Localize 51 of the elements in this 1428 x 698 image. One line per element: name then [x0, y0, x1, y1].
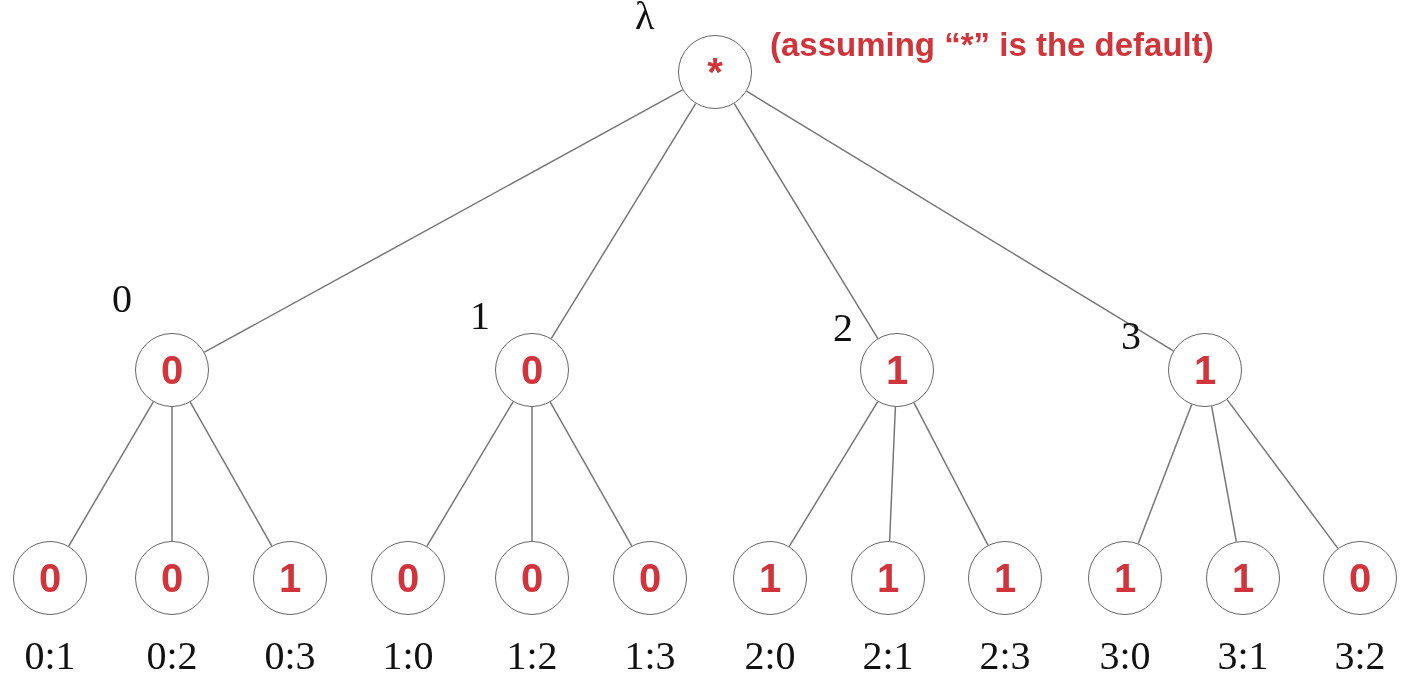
- tree-edge: [531, 406, 533, 542]
- node-label: 0:1: [24, 636, 76, 676]
- node-value: 0: [1348, 558, 1372, 598]
- tree-edge: [888, 406, 897, 542]
- node-value: 0: [520, 350, 544, 390]
- node-label: 1:3: [624, 636, 676, 676]
- node-value: 0: [638, 558, 662, 598]
- tree-edge: [733, 102, 879, 340]
- node-value: 0: [160, 558, 184, 598]
- node-label: λ: [635, 0, 655, 36]
- node-label: 2:0: [744, 636, 796, 676]
- node-value: 0: [396, 558, 420, 598]
- node-value: 1: [993, 558, 1017, 598]
- node-value: 1: [885, 350, 909, 390]
- tree-edge: [203, 89, 684, 353]
- node-label: 3: [1121, 316, 1141, 356]
- node-value: 1: [758, 558, 782, 598]
- node-label: 2:3: [979, 636, 1031, 676]
- tree-edge: [913, 402, 989, 546]
- tree-edge: [745, 90, 1175, 352]
- tree-edge: [549, 401, 633, 547]
- node-value: 0: [38, 558, 62, 598]
- node-label: 3:2: [1334, 636, 1386, 676]
- node-value: 1: [1113, 558, 1137, 598]
- annotation-note: (assuming “*” is the default): [770, 28, 1214, 61]
- node-value: 1: [278, 558, 302, 598]
- tree-edge: [550, 102, 697, 340]
- tree-edge: [1137, 403, 1193, 545]
- node-value: *: [707, 52, 723, 92]
- tree-edge: [1226, 398, 1339, 550]
- node-label: 1: [470, 296, 490, 336]
- node-label: 2: [833, 308, 853, 348]
- node-label: 1:2: [506, 636, 558, 676]
- node-label: 0:3: [264, 636, 316, 676]
- node-label: 0: [112, 279, 132, 319]
- tree-edge: [67, 401, 155, 547]
- node-value: 1: [1231, 558, 1255, 598]
- tree-edge: [788, 400, 879, 548]
- node-value: 1: [1193, 350, 1217, 390]
- node-label: 0:2: [146, 636, 198, 676]
- node-label: 1:0: [382, 636, 434, 676]
- node-value: 0: [160, 350, 184, 390]
- node-label: 2:1: [862, 636, 914, 676]
- tree-edge: [426, 401, 514, 547]
- tree-edge: [189, 401, 273, 547]
- node-label: 3:1: [1217, 636, 1269, 676]
- tree-edge: [171, 406, 173, 542]
- node-label: 3:0: [1099, 636, 1151, 676]
- node-value: 1: [876, 558, 900, 598]
- tree-edge: [1210, 405, 1238, 543]
- node-value: 0: [520, 558, 544, 598]
